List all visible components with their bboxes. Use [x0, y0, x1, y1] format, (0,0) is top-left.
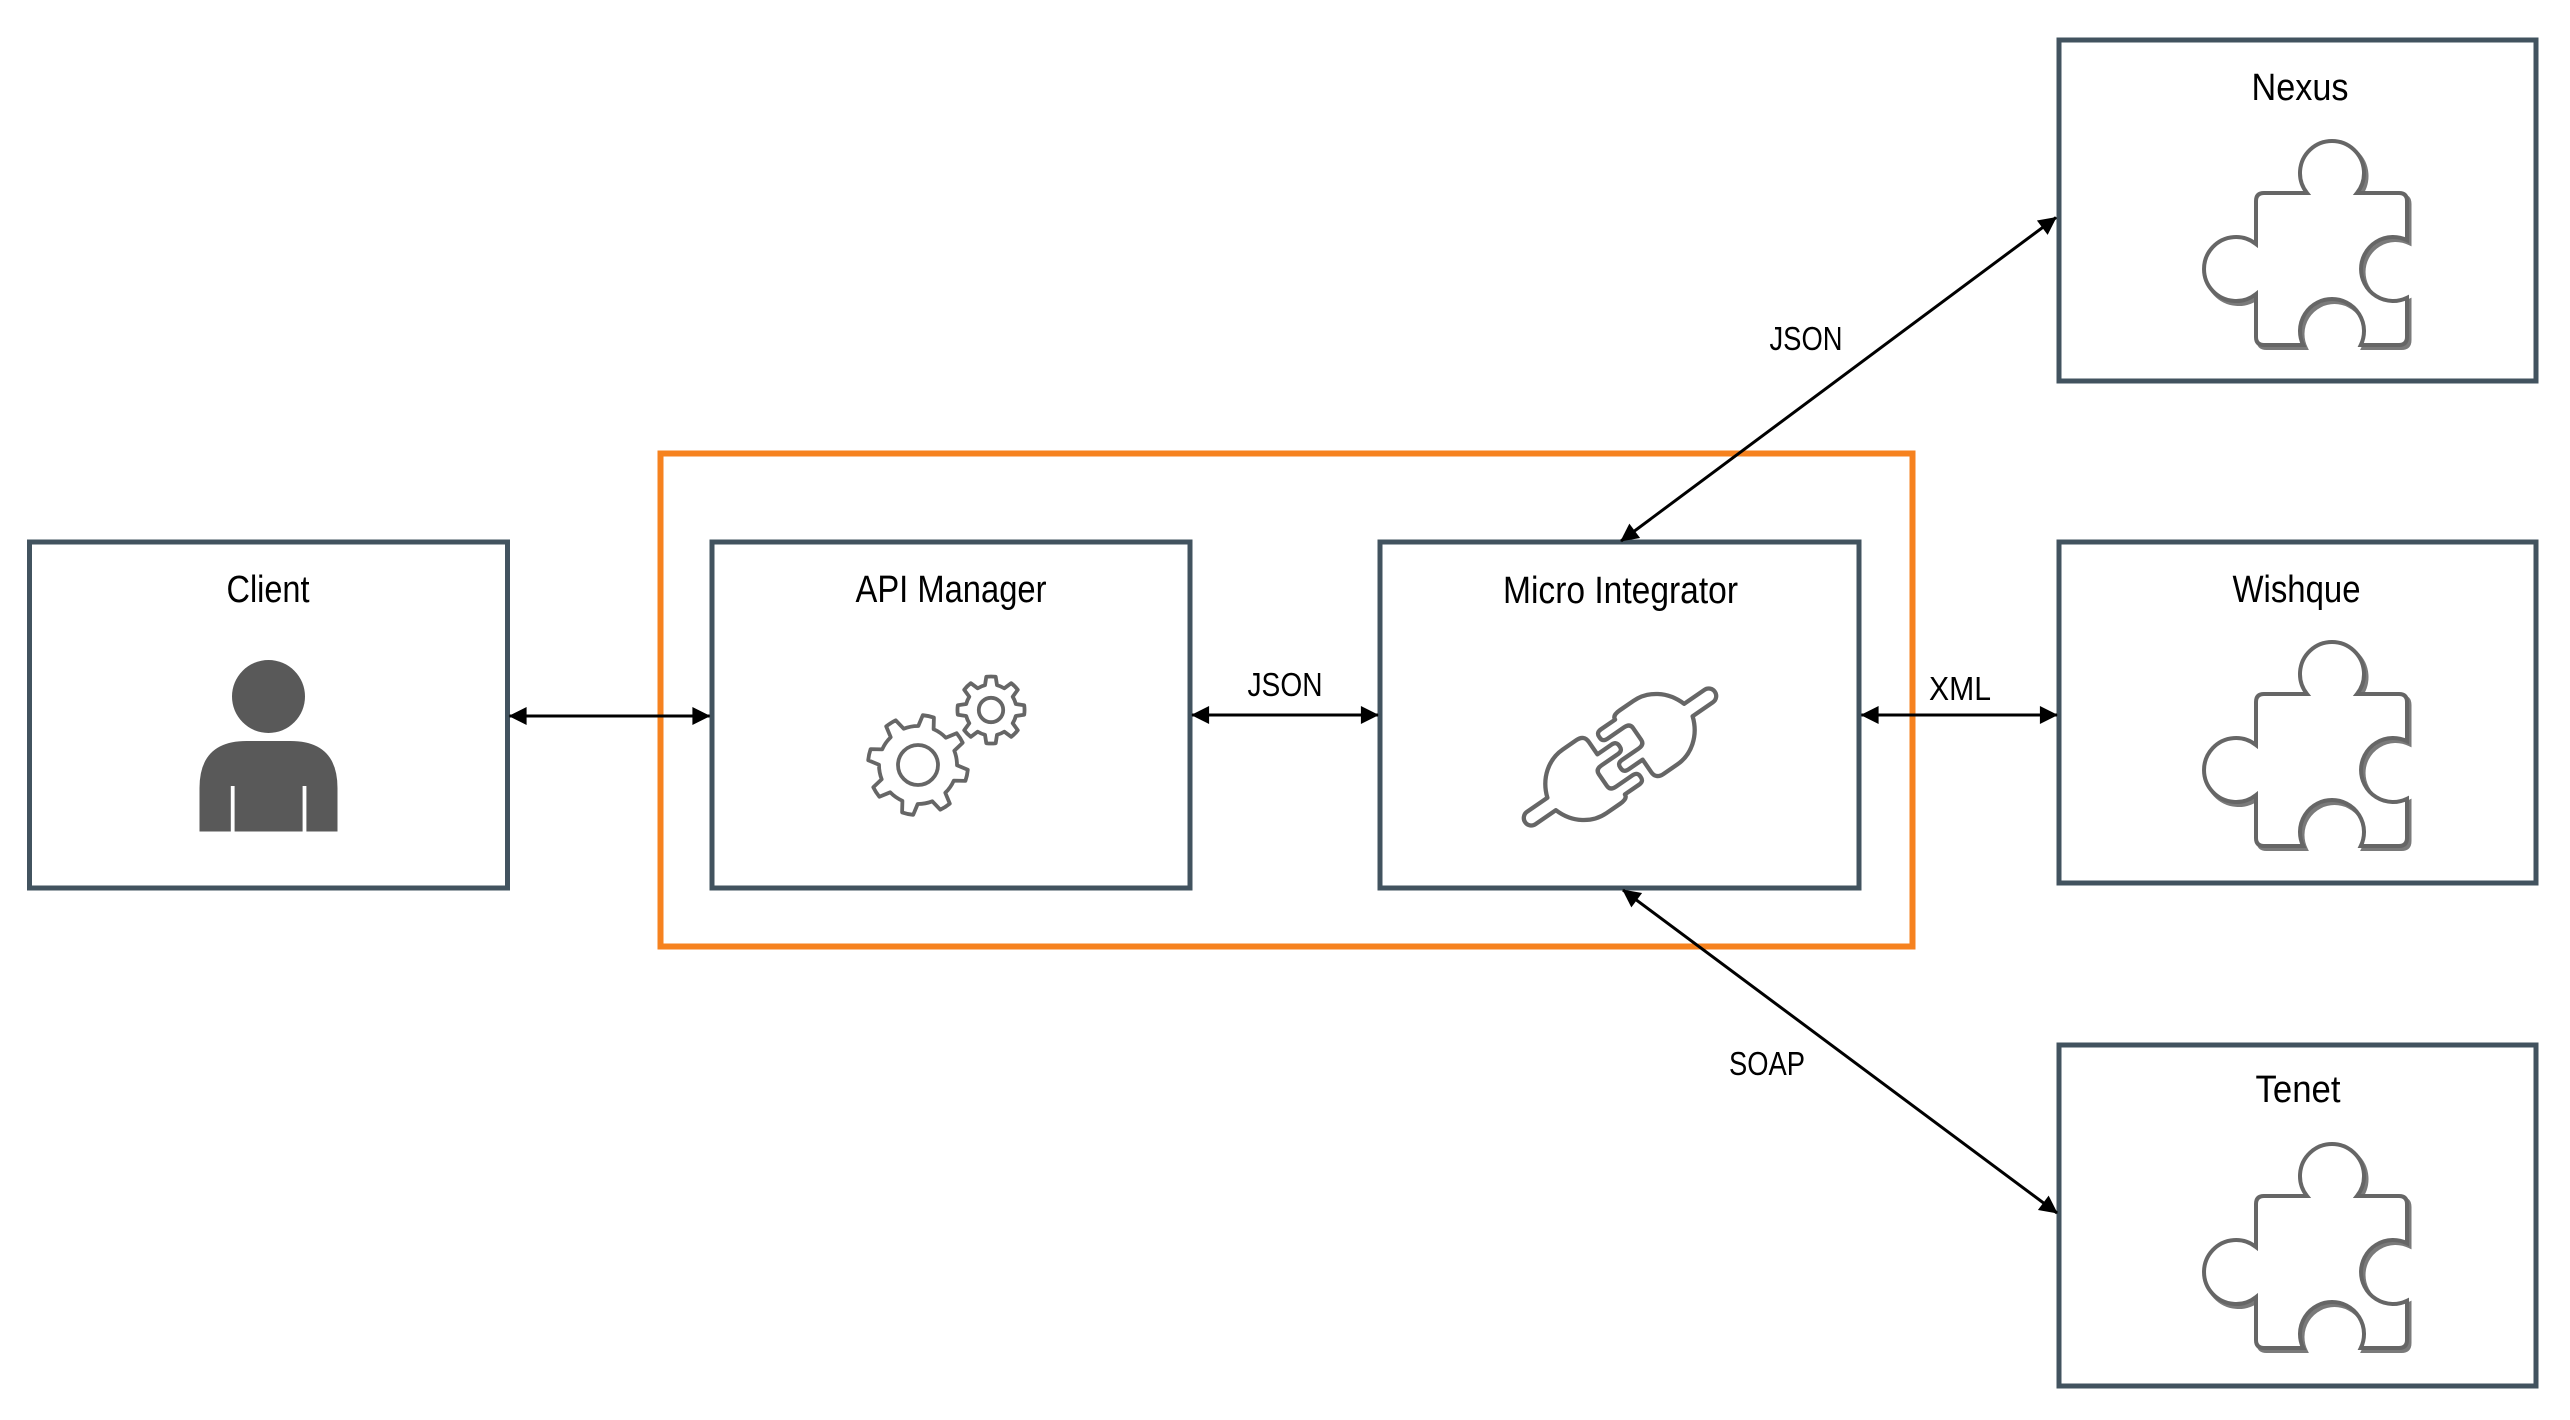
- svg-text:Tenet: Tenet: [2256, 1069, 2341, 1111]
- svg-text:XML: XML: [1929, 670, 1991, 707]
- svg-text:Micro Integrator: Micro Integrator: [1503, 570, 1738, 612]
- svg-text:JSON: JSON: [1248, 666, 1323, 703]
- svg-text:Client: Client: [227, 569, 310, 611]
- svg-text:SOAP: SOAP: [1729, 1045, 1805, 1082]
- svg-text:API Manager: API Manager: [856, 569, 1047, 611]
- svg-text:Wishque: Wishque: [2233, 569, 2361, 611]
- svg-text:JSON: JSON: [1770, 320, 1843, 357]
- svg-text:Nexus: Nexus: [2252, 67, 2349, 109]
